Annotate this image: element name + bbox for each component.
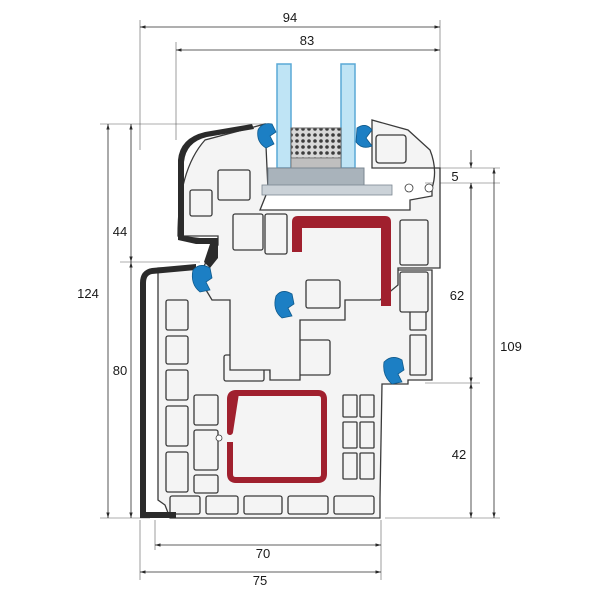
- label-right-height-bottom: 42: [452, 447, 466, 462]
- sash-profile: [177, 119, 441, 381]
- gasket-frame-top: [191, 265, 213, 293]
- label-bottom-width-inner: 70: [256, 546, 270, 561]
- frame-chamber: [342, 452, 358, 480]
- gasket-inner-glass: [355, 125, 373, 148]
- label-bottom-width-outer: 75: [253, 573, 267, 588]
- frame-chamber: [165, 451, 189, 493]
- drain-hole: [424, 183, 434, 193]
- frame-chamber: [342, 421, 358, 449]
- label-right-height-total: 109: [500, 339, 522, 354]
- insulated-glass-unit: [261, 63, 393, 196]
- sash-reinforcement: [292, 216, 391, 306]
- spacer-bar: [290, 157, 342, 169]
- frame-foot: [333, 495, 375, 515]
- label-left-height-top: 44: [113, 224, 127, 239]
- label-left-height-bottom: 80: [113, 363, 127, 378]
- frame-chamber: [165, 405, 189, 447]
- label-left-height-total: 124: [77, 286, 99, 301]
- frame-chamber: [359, 394, 375, 418]
- frame-chamber: [359, 452, 375, 480]
- label-right-height-middle: 62: [450, 288, 464, 303]
- glass-pane-outer: [276, 63, 292, 169]
- sash-chamber: [305, 279, 341, 309]
- frame-chamber: [193, 394, 219, 426]
- gasket-outer-glass: [257, 123, 277, 149]
- frame-foot: [205, 495, 239, 515]
- sash-chamber: [399, 271, 429, 313]
- sash-chamber: [264, 213, 288, 255]
- frame-chamber: [359, 421, 375, 449]
- frame-chamber: [165, 369, 189, 401]
- frame-foot: [243, 495, 283, 515]
- frame-chamber: [165, 335, 189, 365]
- frame-chamber: [165, 299, 189, 331]
- exterior-cover-lower: [140, 264, 196, 518]
- label-glass-width: 83: [300, 33, 314, 48]
- frame-foot: [287, 495, 329, 515]
- sash-chamber: [189, 189, 213, 217]
- sash-chamber: [232, 213, 264, 251]
- frame-chamber: [342, 394, 358, 418]
- gasket-center: [274, 291, 295, 319]
- sash-chamber: [399, 219, 429, 266]
- frame-reinforcement: [227, 390, 327, 483]
- exterior-cover-upper: [178, 124, 254, 268]
- dimension-labels: 94 83 124 44 80 5 62 109 42 70 75: [77, 10, 522, 588]
- profile-details: [215, 183, 434, 442]
- frame-chamber: [193, 429, 219, 471]
- label-overall-width: 94: [283, 10, 297, 25]
- sash-chamber: [217, 169, 251, 201]
- gasket-inner-rebate: [383, 357, 405, 385]
- screw-hole: [215, 434, 223, 442]
- desiccant-spacer: [290, 127, 342, 159]
- frame-chamber: [409, 334, 427, 376]
- sash-chamber: [375, 134, 407, 164]
- label-right-height-top: 5: [451, 169, 458, 184]
- glazing-bridge: [261, 184, 393, 196]
- drain-hole: [404, 183, 414, 193]
- glass-pane-inner: [340, 63, 356, 169]
- frame-foot: [169, 495, 201, 515]
- frame-chamber: [193, 474, 219, 494]
- seals: [191, 123, 405, 385]
